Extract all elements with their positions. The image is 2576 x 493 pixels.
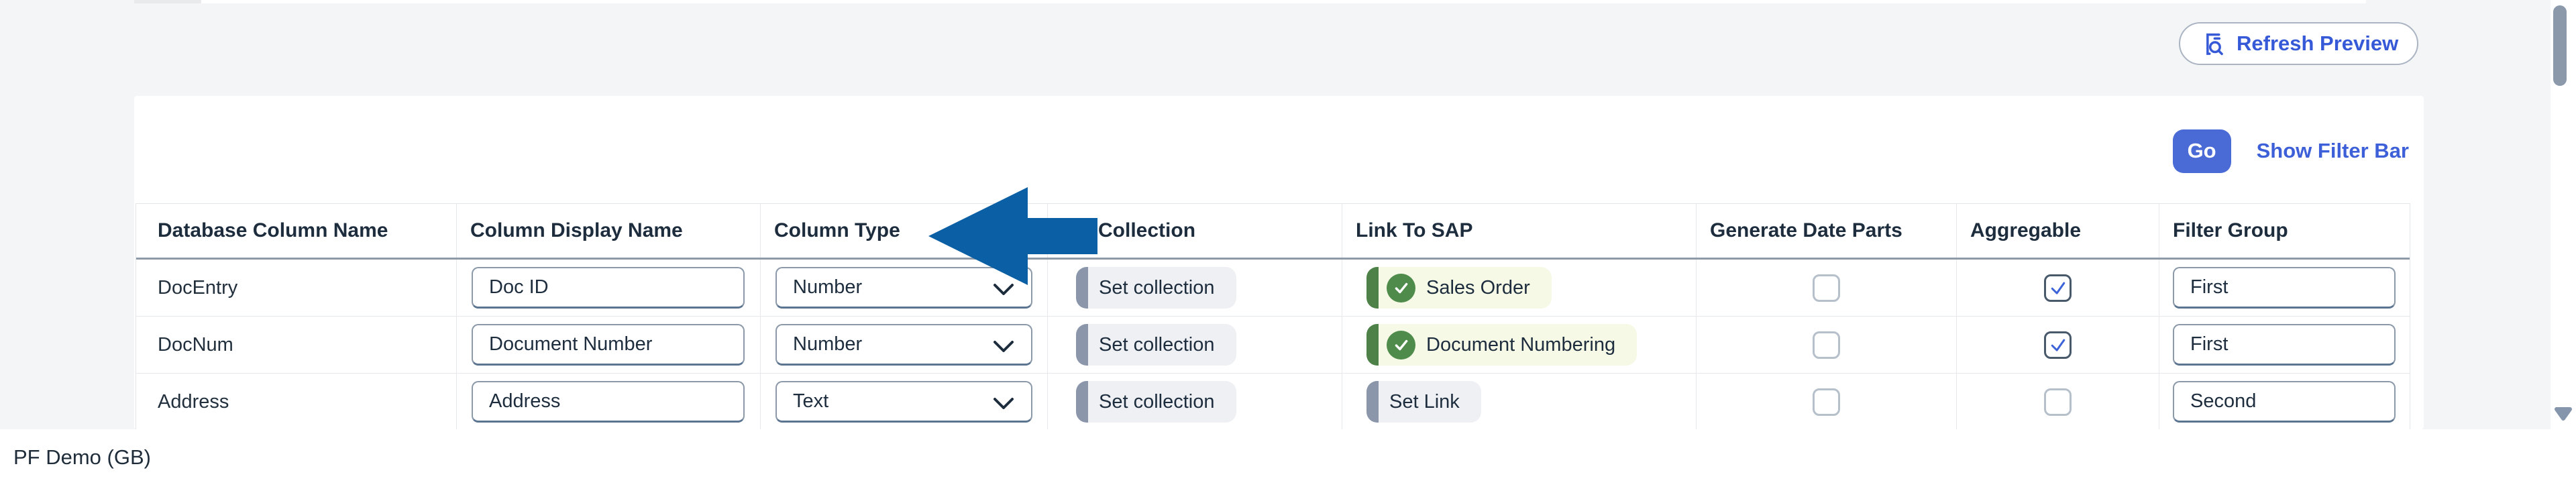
filter-group-input[interactable]: Second	[2173, 381, 2396, 423]
chevron-down-icon	[992, 280, 1015, 303]
link-to-sap-chip[interactable]: Sales Order	[1366, 267, 1552, 309]
chip-accent-bar	[1366, 267, 1379, 309]
db-column-name: DocNum	[158, 333, 233, 355]
column-type-select[interactable]: Number	[775, 267, 1032, 309]
chip-accent-bar	[1076, 324, 1088, 366]
link-to-sap-label: Document Numbering	[1426, 333, 1616, 355]
db-column-name: Address	[158, 390, 229, 413]
aggregable-checkbox[interactable]	[2044, 274, 2072, 302]
column-header-column-type: Column Type	[761, 204, 1048, 258]
column-type-value: Number	[793, 333, 863, 355]
table-row: DocEntry Doc ID Number Set collect	[136, 260, 2410, 316]
footer-status-text: PF Demo (GB)	[13, 445, 151, 469]
column-type-value: Text	[793, 390, 829, 412]
vertical-scrollbar[interactable]	[2551, 0, 2576, 493]
scrollbar-thumb[interactable]	[2553, 5, 2567, 86]
column-header-set-collection: Set Collection	[1048, 204, 1342, 258]
filter-bar-actions: Go Show Filter Bar	[2172, 129, 2409, 173]
generate-date-parts-checkbox[interactable]	[1813, 388, 1840, 416]
aggregable-checkbox[interactable]	[2044, 331, 2072, 359]
success-check-icon	[1387, 330, 1415, 360]
go-button[interactable]: Go	[2172, 129, 2231, 173]
set-collection-button[interactable]: Set collection	[1076, 267, 1236, 309]
refresh-preview-button[interactable]: Refresh Preview	[2179, 22, 2419, 65]
set-collection-label: Set collection	[1099, 276, 1215, 298]
chip-accent-bar	[1076, 381, 1088, 423]
column-header-generate-date-parts: Generate Date Parts	[1697, 204, 1957, 258]
display-name-input[interactable]: Doc ID	[472, 267, 745, 309]
chevron-down-icon	[992, 337, 1015, 360]
content-panel: Go Show Filter Bar Database Column Name …	[134, 96, 2424, 431]
column-header-link-to-sap: Link To SAP	[1342, 204, 1697, 258]
column-header-database-column-name: Database Column Name	[136, 204, 457, 258]
column-header-column-display-name: Column Display Name	[457, 204, 761, 258]
chip-accent-bar	[1076, 267, 1088, 309]
column-header-aggregable: Aggregable	[1957, 204, 2159, 258]
set-collection-button[interactable]: Set collection	[1076, 381, 1236, 423]
generate-date-parts-checkbox[interactable]	[1813, 274, 1840, 302]
aggregable-checkbox[interactable]	[2044, 388, 2072, 416]
refresh-preview-label: Refresh Preview	[2237, 32, 2399, 55]
table-row: DocNum Document Number Number Set	[136, 316, 2410, 373]
column-header-filter-group: Filter Group	[2173, 219, 2288, 241]
column-type-value: Number	[793, 276, 863, 298]
column-type-select[interactable]: Number	[775, 324, 1032, 366]
display-name-input[interactable]: Address	[472, 381, 745, 423]
show-filter-bar-link[interactable]: Show Filter Bar	[2256, 139, 2409, 162]
table-row: Address Address Text Set collectio	[136, 373, 2410, 430]
chip-accent-bar	[1366, 381, 1379, 423]
top-toolbar-remnant-segment	[134, 0, 201, 3]
db-column-name: DocEntry	[158, 276, 238, 298]
chevron-down-icon	[992, 394, 1015, 417]
column-type-select[interactable]: Text	[775, 381, 1032, 423]
set-collection-label: Set collection	[1099, 333, 1215, 355]
filter-group-input[interactable]: First	[2173, 324, 2396, 366]
footer-bar: PF Demo (GB)	[0, 429, 2576, 493]
top-toolbar-remnant	[201, 0, 2366, 3]
scroll-down-arrow-icon[interactable]	[2553, 405, 2573, 426]
table-header-row: Database Column Name Column Display Name…	[136, 204, 2410, 260]
success-check-icon	[1387, 273, 1415, 303]
set-collection-button[interactable]: Set collection	[1076, 324, 1236, 366]
link-to-sap-label: Sales Order	[1426, 276, 1530, 298]
link-to-sap-chip[interactable]: Set Link	[1366, 381, 1481, 423]
link-to-sap-label: Set Link	[1389, 390, 1460, 413]
link-to-sap-chip[interactable]: Document Numbering	[1366, 324, 1638, 366]
set-collection-label: Set collection	[1099, 390, 1215, 413]
chip-accent-bar	[1366, 324, 1379, 366]
generate-date-parts-checkbox[interactable]	[1813, 331, 1840, 359]
columns-config-table: Database Column Name Column Display Name…	[136, 203, 2410, 431]
document-search-icon	[2199, 30, 2227, 58]
filter-group-input[interactable]: First	[2173, 267, 2396, 309]
display-name-input[interactable]: Document Number	[472, 324, 745, 366]
